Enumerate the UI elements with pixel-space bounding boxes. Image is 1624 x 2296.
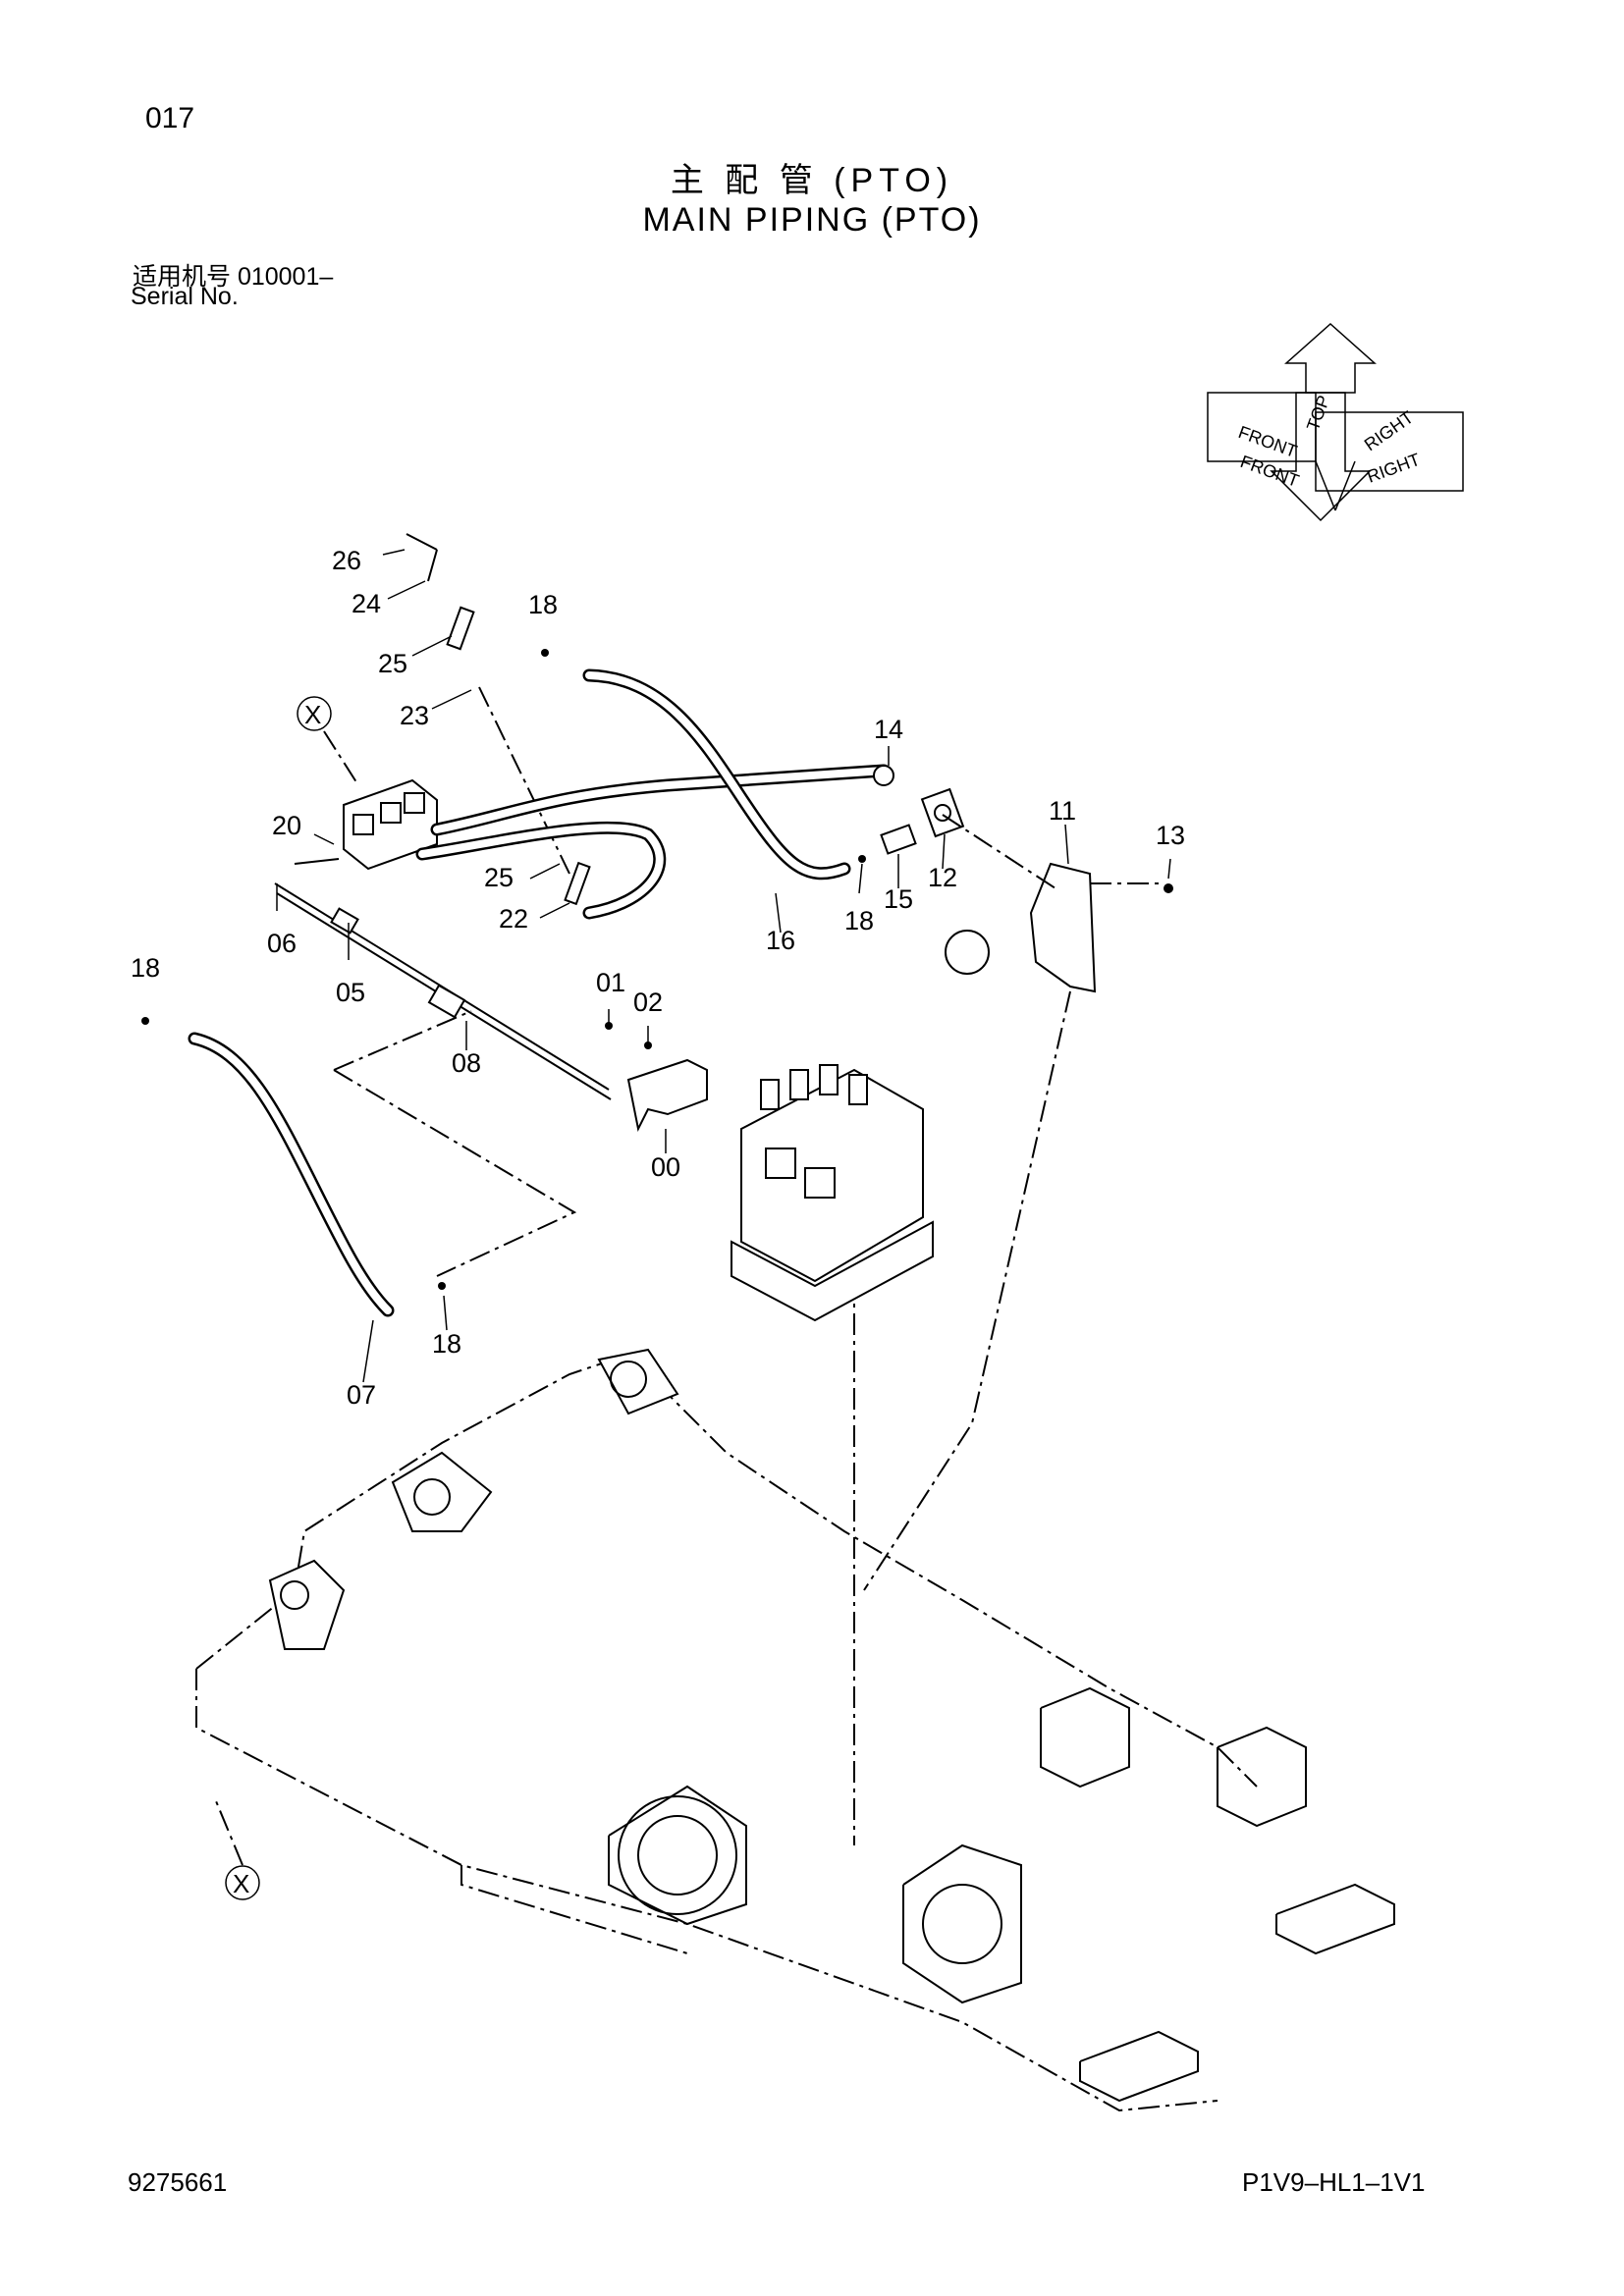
callout-26: 26 xyxy=(332,546,361,575)
callout-05: 05 xyxy=(336,978,365,1007)
callout-07: 07 xyxy=(347,1380,376,1410)
callout-22: 22 xyxy=(499,904,528,934)
upperstructure-frame xyxy=(195,1348,1395,2112)
page-title-chinese: 主 配 管 (PTO) xyxy=(670,162,954,199)
callout-15: 15 xyxy=(884,884,913,914)
svg-text:X: X xyxy=(233,1869,249,1898)
callout-23: 23 xyxy=(400,701,429,730)
fittings xyxy=(873,765,965,855)
callout-08: 08 xyxy=(452,1048,481,1078)
orientation-label-right-2: RIGHT xyxy=(1365,450,1423,487)
page-number: 017 xyxy=(145,102,195,134)
callout-11: 11 xyxy=(1049,796,1076,826)
orientation-label-right-1: RIGHT xyxy=(1361,407,1417,455)
svg-text:X: X xyxy=(304,700,321,729)
bracket-00 xyxy=(626,1058,708,1133)
callout-18-right: 18 xyxy=(844,906,874,935)
linkage-rod xyxy=(406,533,591,906)
orientation-arrow-icon: TOP FRONT RIGHT FRONT RIGHT xyxy=(1207,322,1464,522)
pilot-valve xyxy=(294,778,438,871)
callout-00: 00 xyxy=(651,1152,680,1182)
callout-14: 14 xyxy=(874,715,903,744)
reference-mark-x-bottom: X xyxy=(213,1795,260,1900)
reference-mark-x-top: X xyxy=(297,696,359,786)
page-title-english: MAIN PIPING (PTO) xyxy=(642,201,982,239)
callout-18: 18 xyxy=(528,590,558,619)
bracket-11 xyxy=(942,814,1159,993)
callout-02: 02 xyxy=(633,988,663,1017)
callout-01: 01 xyxy=(596,968,625,997)
control-valve xyxy=(731,1064,934,1322)
callout-18-left: 18 xyxy=(131,953,160,983)
callout-06: 06 xyxy=(267,929,297,958)
callout-12: 12 xyxy=(928,863,957,892)
callout-18-bottom: 18 xyxy=(432,1329,461,1359)
drawing-code: P1V9–HL1–1V1 xyxy=(1242,2167,1426,2197)
callout-13: 13 xyxy=(1156,821,1185,850)
callout-25: 25 xyxy=(378,649,407,678)
callout-20: 20 xyxy=(272,811,301,840)
callout-24: 24 xyxy=(352,589,381,618)
callout-16: 16 xyxy=(766,926,795,955)
callout-25-lower: 25 xyxy=(484,863,514,892)
document-number: 9275661 xyxy=(128,2167,228,2197)
serial-label-english: Serial No. xyxy=(131,283,239,310)
tube-assembly xyxy=(274,882,612,1100)
serial-label-chinese: 适用机号 010001– xyxy=(133,263,334,291)
